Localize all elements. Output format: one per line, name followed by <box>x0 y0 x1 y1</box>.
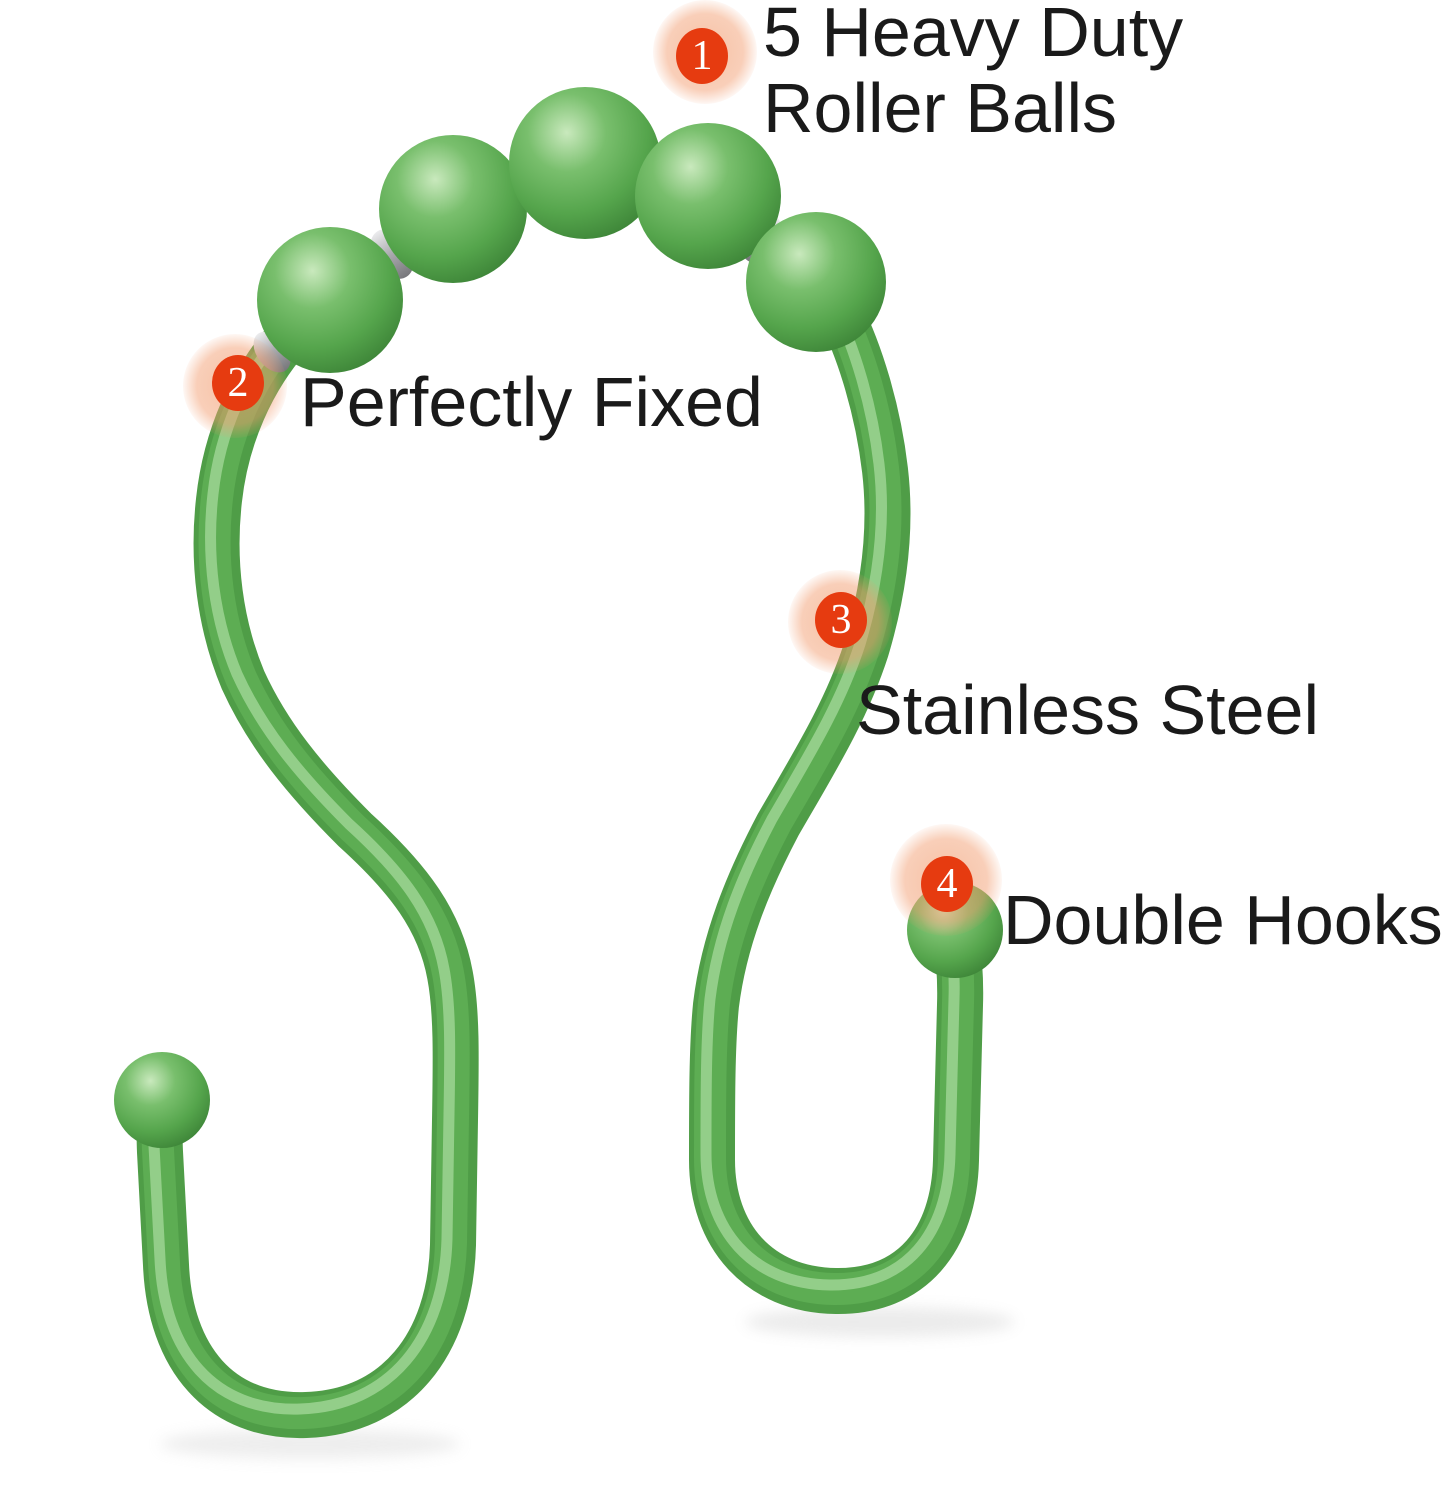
hook-wire-left <box>136 315 479 1439</box>
callout-2-badge: 2 <box>212 355 264 411</box>
callout-2-number: 2 <box>227 360 249 406</box>
callout-3-badge: 3 <box>815 592 867 648</box>
roller-ball <box>635 123 781 269</box>
callout-2-label: Perfectly Fixed <box>300 363 763 441</box>
callout-4-badge: 4 <box>921 856 973 912</box>
callout-1-number: 1 <box>691 33 713 79</box>
hook-shadow-left <box>160 1429 460 1459</box>
hook-shadow-right <box>745 1307 1015 1337</box>
callout-4-number: 4 <box>936 861 958 907</box>
hook-wire-right <box>688 289 984 1315</box>
callout-3-label: Stainless Steel <box>856 671 1320 749</box>
callout-1-label: 5 Heavy Duty Roller Balls <box>763 0 1184 147</box>
roller-balls <box>257 87 886 373</box>
callout-4-label: Double Hooks <box>1003 881 1443 959</box>
roller-ball <box>509 87 661 239</box>
roller-ball <box>379 135 527 283</box>
roller-ball <box>746 212 886 352</box>
roller-ball <box>257 227 403 373</box>
callout-3-number: 3 <box>830 597 852 643</box>
hook-end-ball-left <box>114 1052 210 1148</box>
callout-1-badge: 1 <box>676 28 728 84</box>
